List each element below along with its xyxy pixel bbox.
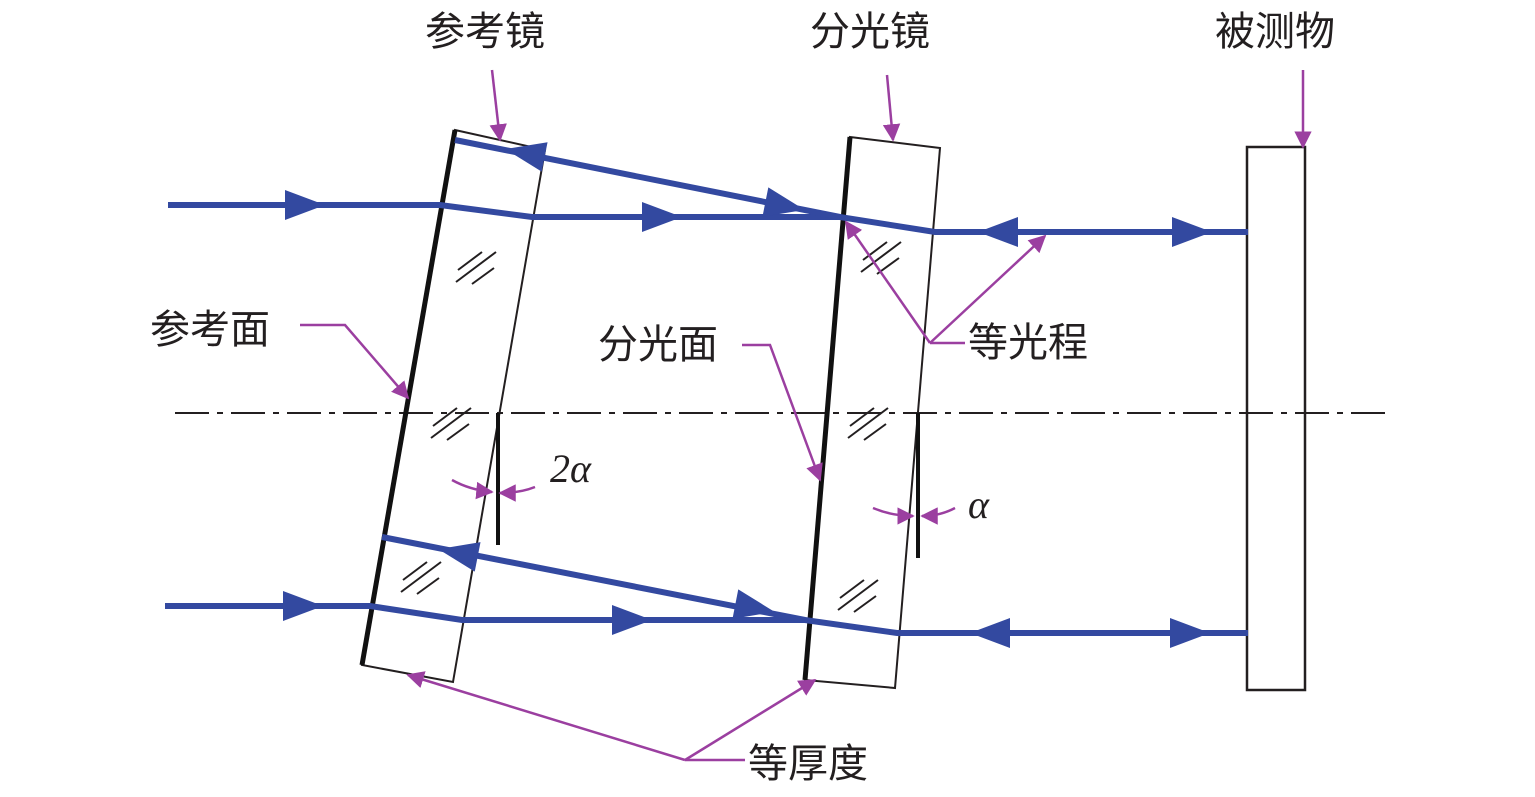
arrow-right-icon <box>283 591 323 621</box>
arrow-right-icon <box>732 589 775 619</box>
label-test-object: 被测物 <box>1215 9 1335 55</box>
pointer-lines <box>300 69 1312 762</box>
arrow-right-icon <box>1172 217 1212 247</box>
label-reference-surface: 参考面 <box>150 307 270 353</box>
arrow-right-icon <box>612 605 652 635</box>
arrow-right-icon <box>762 187 805 217</box>
arrow-left-icon <box>438 542 481 572</box>
label-equal-optical-path: 等光程 <box>968 320 1088 366</box>
bottom-ray <box>165 534 1248 636</box>
label-angle-alpha: α <box>968 482 990 527</box>
arrow-left-icon <box>978 217 1018 247</box>
top-ray <box>168 137 1248 235</box>
arrow-right-icon <box>285 190 325 220</box>
test-object <box>1245 145 1307 692</box>
label-reference-mirror: 参考镜 <box>425 9 545 55</box>
label-equal-thickness: 等厚度 <box>748 741 868 787</box>
glass-hatch-marks <box>400 241 902 613</box>
beam-splitter <box>802 135 942 690</box>
label-splitting-surface: 分光面 <box>598 322 718 368</box>
splitting-surface-edge <box>802 136 853 681</box>
arrow-left-icon <box>970 618 1010 648</box>
label-angle-2alpha: 2α <box>550 446 592 491</box>
arrow-right-icon <box>1170 618 1210 648</box>
arrow-right-icon <box>642 202 682 232</box>
ray-arrowheads <box>283 142 1212 648</box>
arrow-left-icon <box>505 142 548 172</box>
label-beam-splitter: 分光镜 <box>810 9 930 55</box>
